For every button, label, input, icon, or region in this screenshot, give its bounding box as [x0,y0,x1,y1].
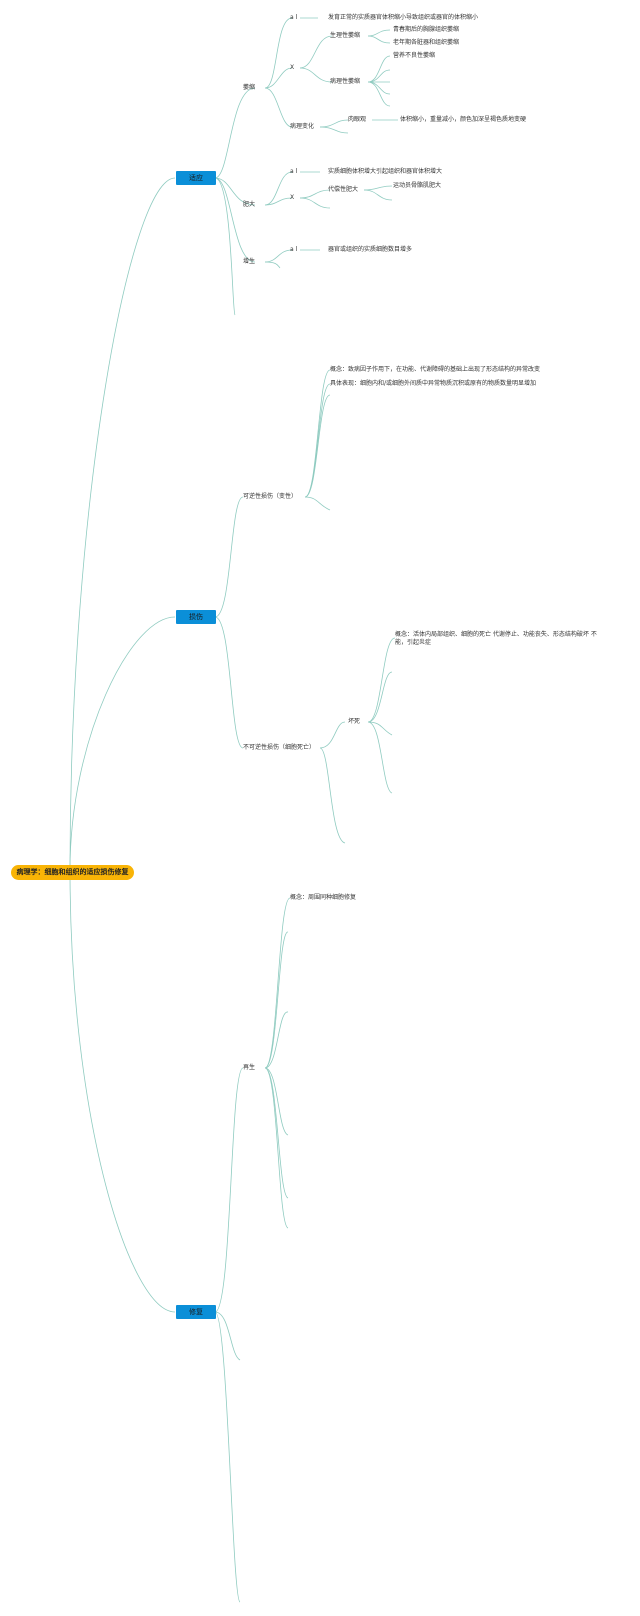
node-irreversible-injury[interactable]: 不可逆性损伤（细胞死亡） [243,744,316,751]
gross-description[interactable]: 体积缩小，重量减小，颜色加深呈褐色质地变硬 [400,116,527,123]
reversible-manifestation[interactable]: 具体表现：细胞内和/或细胞外间质中异常物质沉积或原有的物质数量明显增加 [330,380,537,387]
physio-item-1[interactable]: 老年期各脏器和组织萎缩 [393,39,460,46]
reversible-concept[interactable]: 概念：致病因子作用下，在功能、代谢障碍的基础上出现了形态结构的异常改变 [330,366,541,373]
node-patho-atrophy[interactable]: 病理性萎缩 [330,78,361,85]
marker-hyperplasia-a: a l [290,246,298,253]
branch-injury[interactable]: 损伤 [176,610,216,624]
marker-hypertrophy-x: X [290,194,295,201]
regeneration-concept[interactable]: 概念：周围同种细胞修复 [290,894,357,901]
node-hypertrophy[interactable]: 肥大 [243,201,256,208]
node-compensatory[interactable]: 代偿性肥大 [328,186,359,193]
node-gross[interactable]: 肉眼观 [348,116,367,123]
marker-atrophy-a: a l [290,14,298,21]
node-hyperplasia[interactable]: 增生 [243,258,256,265]
node-atrophy[interactable]: 萎缩 [243,84,256,91]
hyperplasia-definition[interactable]: 器官或组织的实质细胞数目增多 [328,246,413,253]
node-physio-atrophy[interactable]: 生理性萎缩 [330,32,361,39]
compensatory-item[interactable]: 运动员骨骼肌肥大 [393,182,442,189]
patho-item-0[interactable]: 营养不良性萎缩 [393,52,436,59]
hypertrophy-definition[interactable]: 实质细胞体积增大引起组织和器官体积增大 [328,168,443,175]
node-reversible-injury[interactable]: 可逆性损伤（变性） [243,493,298,500]
root-node[interactable]: 病理学：细胞和组织的适应损伤修复 [11,865,134,880]
node-necrosis[interactable]: 坏死 [348,718,361,725]
necrosis-concept[interactable]: 概念：活体内局部组织、细胞的死亡 代谢停止、功能丧失、形态结构破坏 不能，引起炎… [395,631,597,646]
branch-repair[interactable]: 修复 [176,1305,216,1319]
atrophy-definition[interactable]: 发育正常的实质器官体积缩小导致组织或器官的体积缩小 [328,14,479,21]
marker-atrophy-x: X [290,64,295,71]
physio-item-0[interactable]: 青春期后的胸腺组织萎缩 [393,26,460,33]
node-regeneration[interactable]: 再生 [243,1064,256,1071]
branch-adapt[interactable]: 适应 [176,171,216,185]
node-pathology-change[interactable]: 病理变化 [290,123,315,130]
marker-hypertrophy-a: a l [290,168,298,175]
